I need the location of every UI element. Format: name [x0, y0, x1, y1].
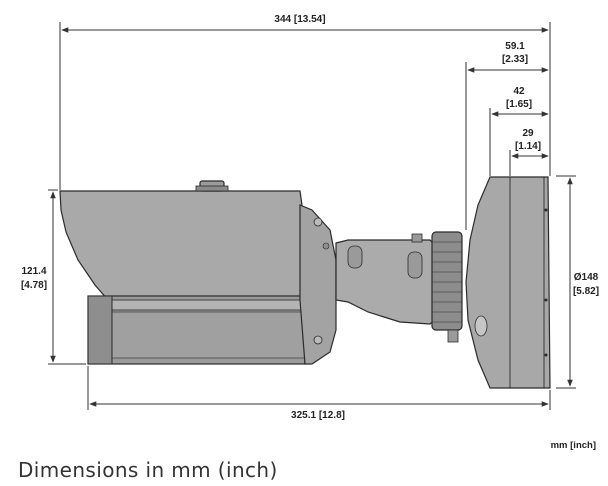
- mount-depth-inch: [2.33]: [502, 54, 528, 65]
- plate-depth-inch: [1.14]: [515, 141, 541, 152]
- front-window: [87, 295, 113, 365]
- body-length-label: 325.1 [12.8]: [291, 410, 345, 421]
- base-depth-inch: [1.65]: [506, 99, 532, 110]
- camera-illustration: [59, 176, 551, 389]
- figure-caption: Dimensions in mm (inch): [18, 458, 278, 482]
- base-depth-mm: 42: [513, 86, 525, 97]
- diameter-mm: Ø148: [574, 272, 599, 283]
- diameter-inch: [5.82]: [573, 286, 599, 297]
- mount-depth-mm: 59.1: [505, 41, 525, 52]
- swivel-ring: [431, 231, 463, 331]
- wall-plate: [465, 176, 551, 389]
- plate-depth-mm: 29: [522, 128, 534, 139]
- units-label: mm [inch]: [550, 440, 596, 451]
- overall-length-label: 344 [13.54]: [274, 14, 325, 25]
- sunshield: [59, 190, 303, 301]
- height-inch: [4.78]: [21, 280, 47, 291]
- height-mm: 121.4: [21, 266, 46, 277]
